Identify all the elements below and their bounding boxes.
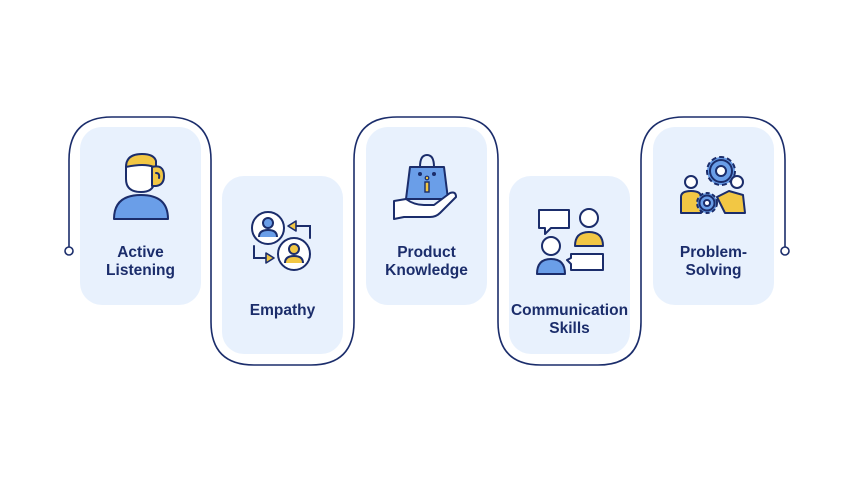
step-card-active-listening: Active Listening	[80, 127, 201, 305]
step-label: Communication Skills	[510, 302, 629, 337]
gear-small-icon	[695, 192, 718, 214]
step-label: Product Knowledge	[385, 244, 468, 279]
step-card-problem-solving: Problem- Solving	[653, 127, 774, 305]
gears-team-icon	[679, 156, 746, 214]
empathy-exchange-icon	[250, 211, 311, 271]
conversation-icon	[535, 208, 604, 275]
person-ear-icon	[112, 153, 169, 220]
end-dot	[780, 246, 790, 256]
shopping-bag-hand-icon	[392, 153, 457, 220]
step-label: Empathy	[249, 302, 316, 319]
start-dot	[64, 246, 74, 256]
gear-large-icon	[705, 156, 736, 186]
step-card-product-knowledge: Product Knowledge	[366, 127, 487, 305]
step-label: Active Listening	[106, 244, 175, 279]
step-label: Problem- Solving	[679, 244, 748, 279]
step-card-empathy: Empathy	[222, 176, 343, 354]
step-card-communication-skills: Communication Skills	[509, 176, 630, 354]
